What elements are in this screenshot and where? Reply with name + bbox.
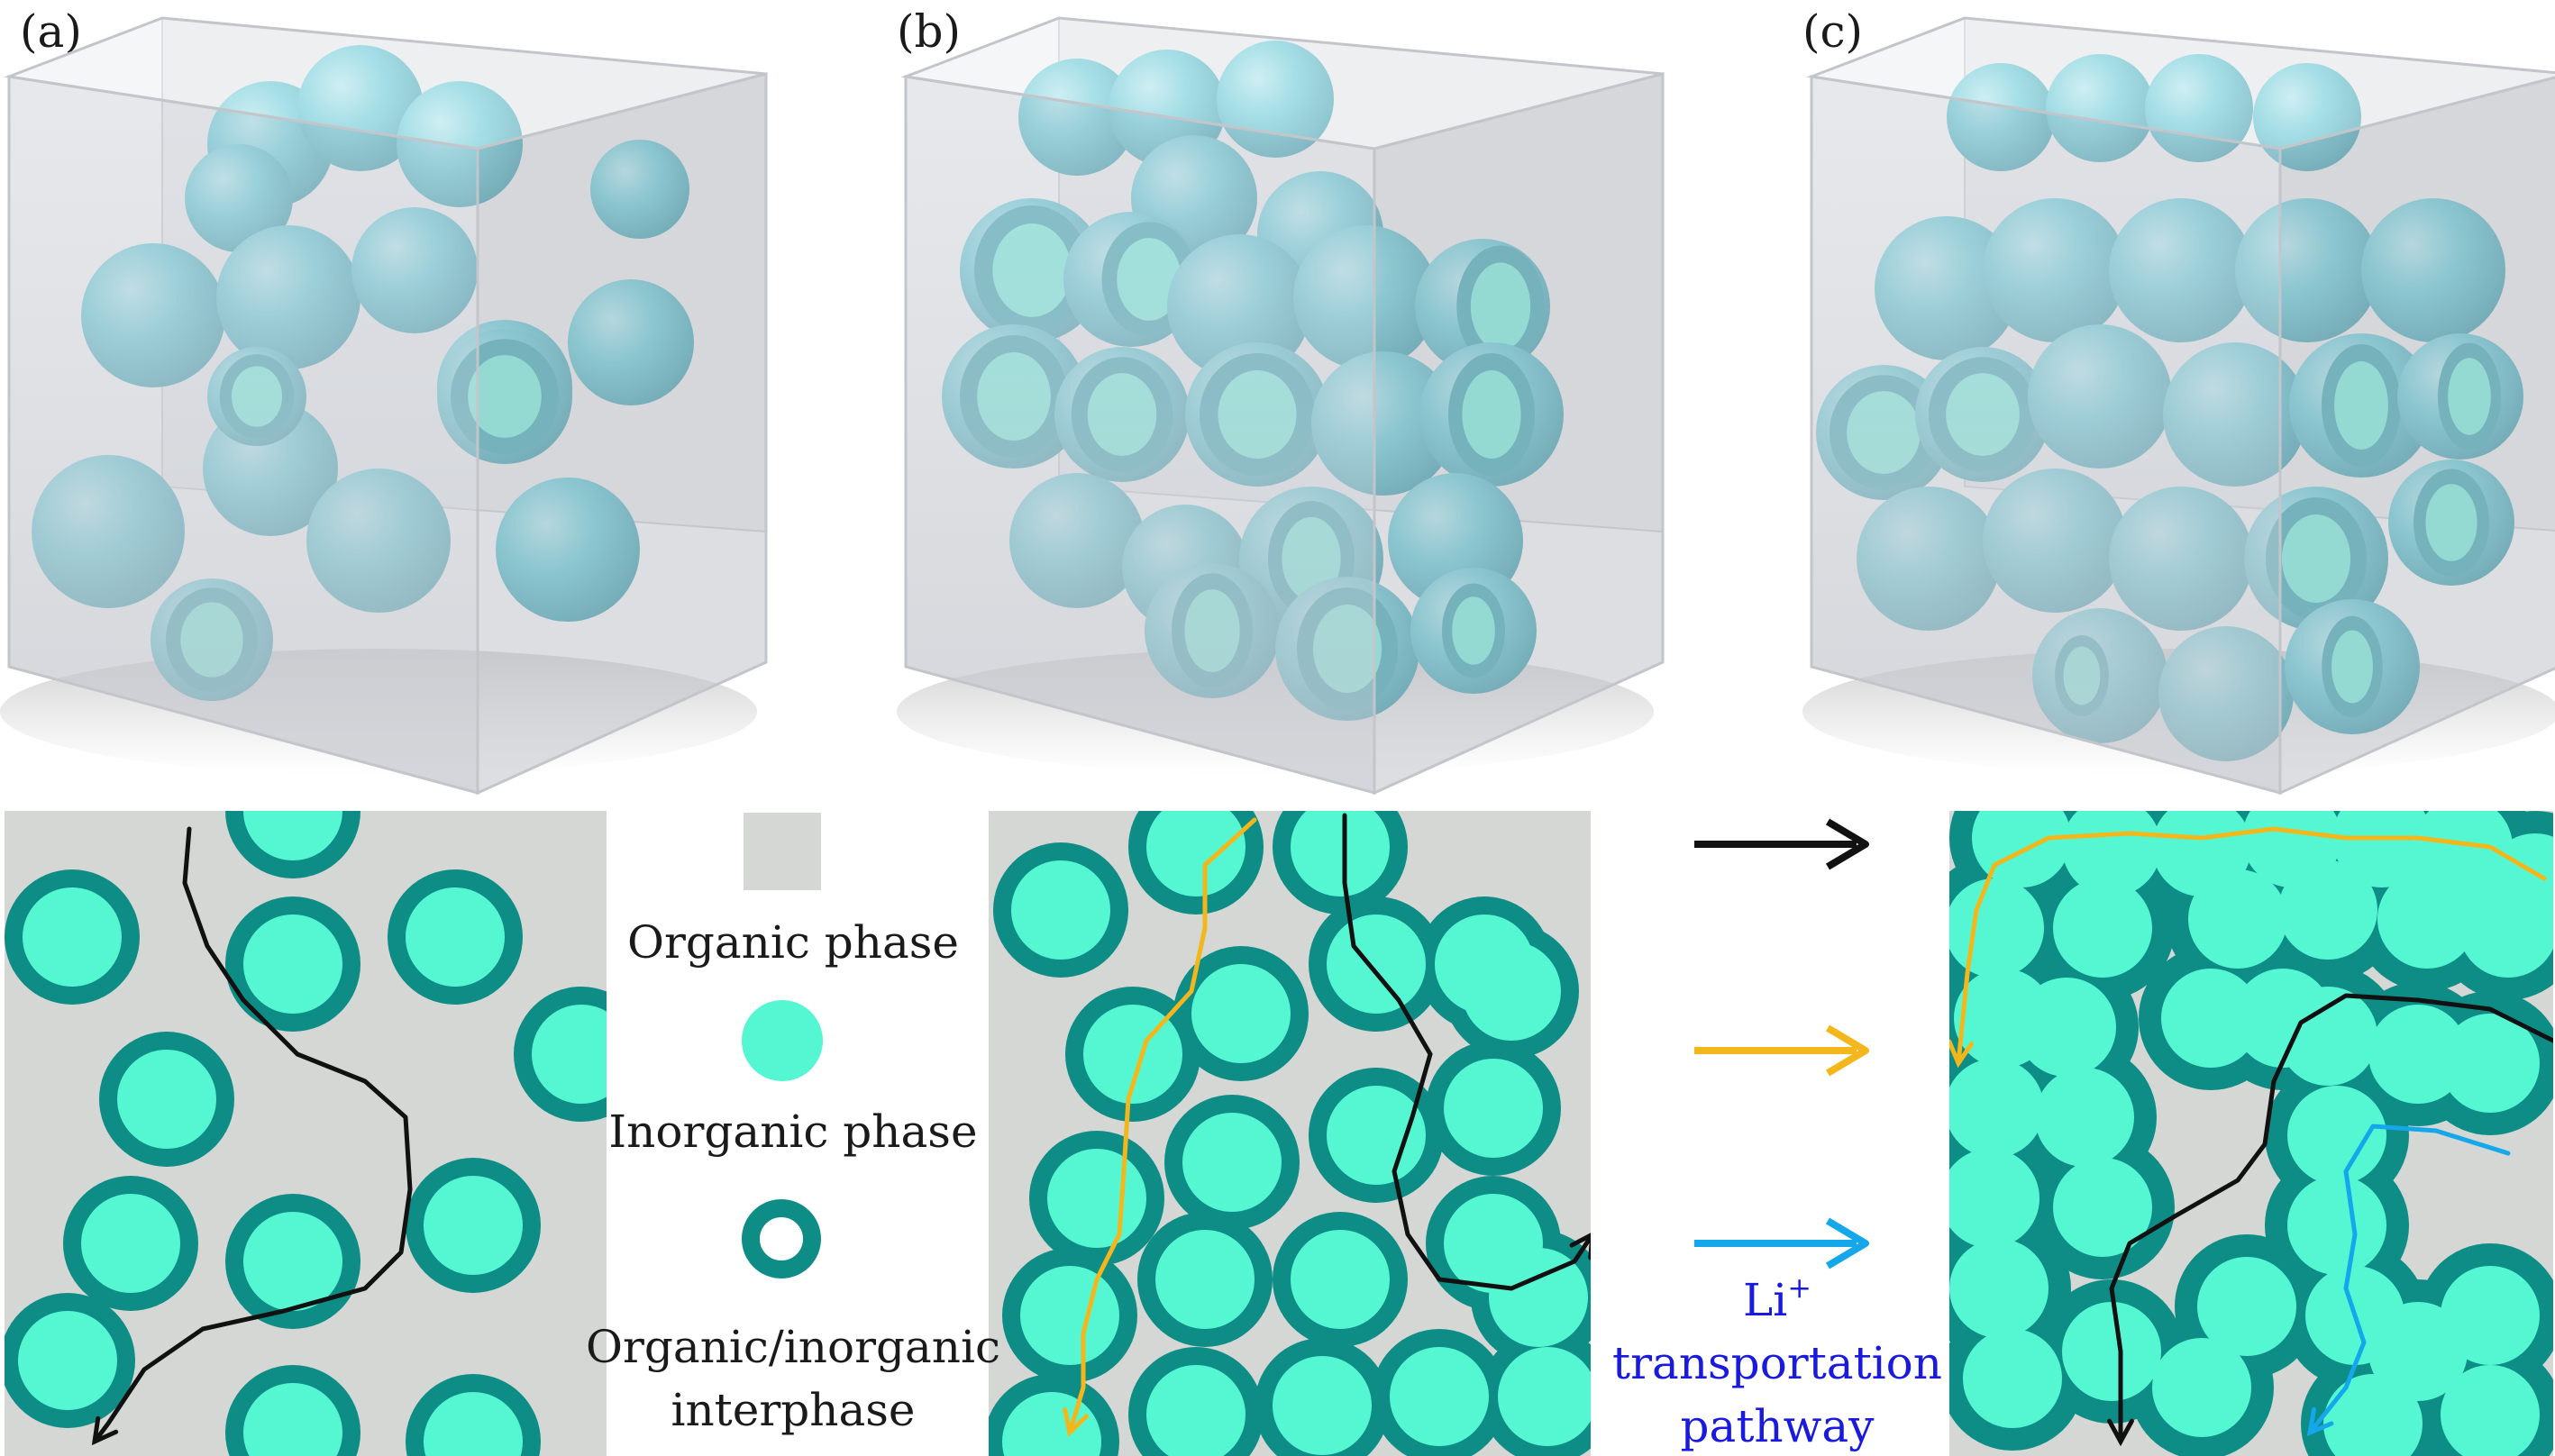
- inorganic-particle: [1444, 1059, 1543, 1158]
- inorganic-particle: [1146, 811, 1246, 896]
- inorganic-particle: [1146, 1365, 1246, 1456]
- orange-pathway: [1063, 817, 1257, 1437]
- inorganic-particle: [2459, 878, 2553, 978]
- inorganic-particle: [2017, 978, 2116, 1077]
- inorganic-particle: [2278, 987, 2377, 1086]
- inorganic-particle: [2287, 1176, 2386, 1275]
- panel-label-a: (a): [20, 5, 82, 58]
- inorganic-particle: [2053, 1158, 2152, 1257]
- cube-top-face: [1806, 16, 2555, 150]
- blue-arrow-icon: [1694, 1217, 1869, 1269]
- cube-aggregated-particles: [1802, 16, 2555, 796]
- cube-top-face: [900, 16, 1664, 150]
- inorganic-particle: [2323, 1374, 2423, 1456]
- interphase-swatch: [742, 1199, 821, 1279]
- inorganic-particle: [243, 811, 342, 860]
- inorganic-particle: [2441, 1266, 2540, 1365]
- inorganic-particle: [1462, 942, 1561, 1041]
- inorganic-particle: [2332, 811, 2432, 887]
- interphase-label-line2: interphase: [671, 1384, 915, 1436]
- inorganic-particle: [1327, 1086, 1426, 1185]
- inorganic-phase-label: Inorganic phase: [608, 1106, 977, 1158]
- inorganic-particle: [1949, 1149, 2039, 1248]
- orange-arrow-icon: [1694, 1024, 1869, 1077]
- inorganic-particle: [1949, 878, 2044, 978]
- cube-side-face: [1373, 72, 1665, 796]
- inorganic-particle: [2441, 1014, 2540, 1113]
- inorganic-particle: [2161, 969, 2260, 1068]
- inorganic-particle: [81, 1194, 180, 1293]
- inorganic-particle: [2441, 1365, 2540, 1456]
- black-pathway: [1342, 813, 1591, 1291]
- phase-legend: Organic phase Inorganic phase Organic/in…: [586, 813, 1000, 1436]
- cube-percolated-particles: [897, 16, 1665, 796]
- inorganic-particle: [1498, 1347, 1591, 1446]
- inorganic-particle: [1191, 964, 1291, 1063]
- cube-dispersed-particles: [0, 16, 768, 796]
- inorganic-particle: [2278, 860, 2377, 960]
- inorganic-particle: [23, 887, 122, 987]
- organic-phase-swatch: [744, 813, 821, 890]
- inorganic-particle: [2287, 1086, 2386, 1185]
- inorganic-particle: [1011, 860, 1110, 960]
- inorganic-particle: [243, 1212, 342, 1311]
- inorganic-particle: [1963, 1329, 2062, 1428]
- pathway-label-line1: transportation: [1612, 1337, 1942, 1389]
- cube-front-face: [1810, 75, 2282, 795]
- interphase-label-line1: Organic/inorganic: [586, 1321, 1000, 1373]
- inorganic-particle: [1949, 1239, 2049, 1338]
- inorganic-particle: [117, 1050, 216, 1149]
- cross-section-b: [989, 811, 1591, 1456]
- inorganic-particle: [406, 887, 505, 987]
- orange-pathway: [1949, 826, 2547, 1069]
- black-arrow-icon: [1694, 818, 1869, 870]
- inorganic-particle: [1273, 1356, 1372, 1455]
- inorganic-particle: [424, 1392, 523, 1456]
- inorganic-particle: [2053, 878, 2152, 978]
- inorganic-particle: [1327, 915, 1426, 1014]
- cube-side-face: [476, 72, 768, 796]
- cube-front-face: [904, 75, 1376, 795]
- inorganic-particle: [2197, 1257, 2296, 1356]
- inorganic-particle: [1020, 1266, 1119, 1365]
- blue-pathway: [2306, 1124, 2511, 1437]
- panel-label-b: (b): [897, 5, 961, 58]
- inorganic-phase-swatch: [742, 1000, 823, 1081]
- cube-front-face: [7, 75, 479, 795]
- black-pathway: [2107, 993, 2553, 1447]
- cube-top-face: [4, 16, 767, 150]
- inorganic-particle: [2062, 1302, 2161, 1401]
- inorganic-particle: [2377, 869, 2477, 969]
- inorganic-particle: [2035, 1068, 2134, 1167]
- inorganic-particle: [2152, 1338, 2251, 1437]
- inorganic-particle: [2188, 869, 2287, 969]
- inorganic-particle: [1291, 1230, 1390, 1329]
- organic-phase-label: Organic phase: [627, 916, 959, 969]
- inorganic-particle: [424, 1176, 523, 1275]
- cross-section-a: [5, 811, 607, 1456]
- inorganic-particle: [1182, 1113, 1282, 1212]
- inorganic-particle: [1155, 1230, 1255, 1329]
- inorganic-particle: [2368, 1005, 2468, 1104]
- inorganic-particle: [1291, 811, 1390, 896]
- inorganic-particle: [1047, 1149, 1146, 1248]
- cube-side-face: [2278, 76, 2555, 796]
- black-pathway: [91, 826, 413, 1446]
- inorganic-particle: [18, 1311, 117, 1410]
- cross-section-c: [1949, 811, 2553, 1456]
- inorganic-particle: [532, 1005, 607, 1104]
- pathway-label-line2: pathway: [1681, 1400, 1875, 1452]
- inorganic-particle: [243, 1383, 342, 1456]
- li-ion-label: Li+: [1743, 1270, 1811, 1326]
- inorganic-particle: [1390, 1347, 1489, 1446]
- inorganic-particle: [1489, 1248, 1588, 1347]
- pathway-legend: Li+ transportation pathway: [1612, 818, 1942, 1452]
- inorganic-particle: [243, 915, 342, 1014]
- inorganic-particle: [1949, 1059, 2044, 1158]
- panel-label-c: (c): [1802, 5, 1863, 58]
